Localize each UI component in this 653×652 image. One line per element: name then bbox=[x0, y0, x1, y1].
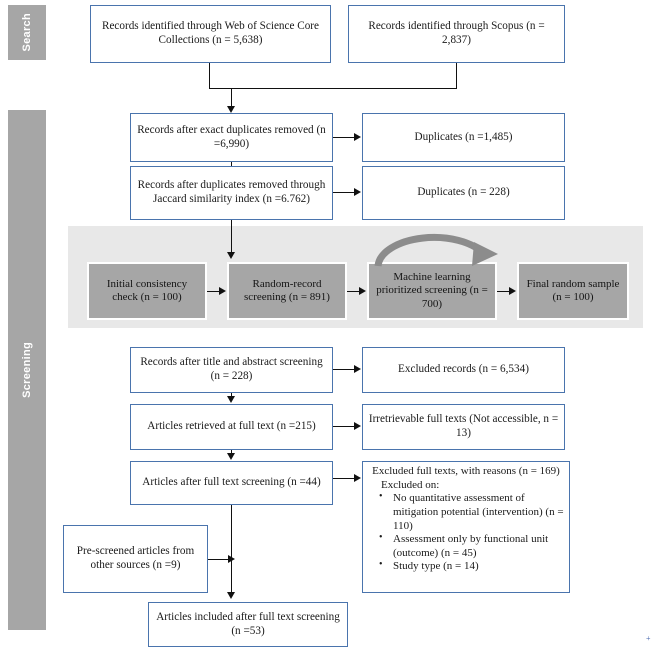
box-articles-after-full-text-screening-text: Articles after full text screening (n =4… bbox=[142, 476, 321, 489]
box-duplicates-exact: Duplicates (n =1,485) bbox=[362, 113, 565, 162]
connector-jaccard-to-ml-band bbox=[231, 220, 233, 255]
box-articles-included-after-full-text-text: Articles included after full text screen… bbox=[156, 610, 340, 637]
excluded-reasons-list: No quantitative assessment of mitigation… bbox=[367, 491, 565, 574]
box-records-scopus: Records identified through Scopus (n = 2… bbox=[348, 5, 565, 63]
box-duplicates-jaccard-text: Duplicates (n = 228) bbox=[417, 186, 510, 199]
connector-sources-merge bbox=[209, 88, 457, 90]
arrowhead-retrieved-to-irretrievable bbox=[354, 422, 361, 430]
connector-prescreened-to-trunk bbox=[208, 559, 233, 561]
arrowhead-ml-1-to-2 bbox=[219, 287, 226, 295]
connector-wos-down bbox=[209, 63, 211, 88]
connector-retrieved-to-irretrievable bbox=[333, 426, 355, 428]
connector-ml-3-to-4 bbox=[497, 291, 510, 293]
box-articles-after-full-text-screening: Articles after full text screening (n =4… bbox=[130, 461, 333, 505]
connector-exact-to-duplicates bbox=[333, 137, 355, 139]
box-duplicates-exact-text: Duplicates (n =1,485) bbox=[414, 130, 513, 143]
figure-caption-cropped bbox=[0, 644, 653, 652]
connector-scopus-down bbox=[456, 63, 458, 88]
box-records-after-title-abstract-text: Records after title and abstract screeni… bbox=[140, 356, 323, 382]
excluded-reasons-subheading: Excluded on: bbox=[381, 478, 440, 491]
connector-ml-2-to-3 bbox=[347, 291, 360, 293]
connector-exact-to-jaccard bbox=[231, 162, 233, 166]
box-records-scopus-text: Records identified through Scopus (n = 2… bbox=[368, 20, 545, 46]
box-records-after-jaccard-duplicates: Records after duplicates removed through… bbox=[130, 166, 333, 220]
box-excluded-records: Excluded records (n = 6,534) bbox=[362, 347, 565, 393]
connector-jaccard-to-duplicates bbox=[333, 192, 355, 194]
box-final-random-sample-text: Final random sample (n = 100) bbox=[526, 277, 620, 303]
excluded-reason-item: Study type (n = 14) bbox=[379, 559, 565, 574]
box-records-after-jaccard-duplicates-text: Records after duplicates removed through… bbox=[137, 179, 326, 205]
excluded-reasons-heading: Excluded full texts, with reasons (n = 1… bbox=[372, 465, 560, 477]
arrowhead-merge-to-dedup bbox=[227, 106, 235, 113]
connector-retrieved-to-after-full-text bbox=[231, 450, 233, 454]
box-prescreened-other-sources: Pre-screened articles from other sources… bbox=[63, 525, 208, 593]
arrowhead-ml-2-to-3 bbox=[359, 287, 366, 295]
connector-after-full-text-to-reasons bbox=[333, 478, 355, 480]
phase-band-search-label: Search bbox=[21, 13, 33, 52]
phase-band-search: Search bbox=[8, 5, 46, 60]
arrowhead-after-full-text-to-reasons bbox=[354, 474, 361, 482]
box-excluded-full-texts-with-reasons: Excluded full texts, with reasons (n = 1… bbox=[362, 461, 570, 593]
box-irretrievable-full-texts: Irretrievable full texts (Not accessible… bbox=[362, 404, 565, 450]
box-machine-learning-prioritized-screening-text: Machine learning prioritized screening (… bbox=[376, 270, 488, 310]
box-records-web-of-science: Records identified through Web of Scienc… bbox=[90, 5, 331, 63]
box-articles-retrieved-full-text-text: Articles retrieved at full text (n =215) bbox=[147, 420, 316, 433]
box-random-record-screening-text: Random-record screening (n = 891) bbox=[244, 277, 330, 303]
connector-merge-to-dedup bbox=[231, 88, 233, 108]
page-corner-mark: + bbox=[646, 634, 651, 643]
connector-ml-1-to-2 bbox=[207, 291, 220, 293]
box-records-after-title-abstract: Records after title and abstract screeni… bbox=[130, 347, 333, 393]
box-articles-retrieved-full-text: Articles retrieved at full text (n =215) bbox=[130, 404, 333, 450]
arrowhead-retrieved-to-after-full-text bbox=[227, 453, 235, 460]
excluded-reason-item: Assessment only by functional unit (outc… bbox=[379, 532, 565, 560]
arrowhead-ml-3-to-4 bbox=[509, 287, 516, 295]
box-irretrievable-full-texts-text: Irretrievable full texts (Not accessible… bbox=[368, 413, 559, 439]
box-records-after-exact-duplicates: Records after exact duplicates removed (… bbox=[130, 113, 333, 162]
box-machine-learning-prioritized-screening: Machine learning prioritized screening (… bbox=[367, 262, 497, 320]
box-excluded-records-text: Excluded records (n = 6,534) bbox=[398, 363, 529, 376]
box-articles-included-after-full-text: Articles included after full text screen… bbox=[148, 602, 348, 647]
box-duplicates-jaccard: Duplicates (n = 228) bbox=[362, 166, 565, 220]
arrowhead-jaccard-to-ml-band bbox=[227, 252, 235, 259]
arrowhead-exact-to-duplicates bbox=[354, 133, 361, 141]
excluded-reason-item: No quantitative assessment of mitigation… bbox=[379, 491, 565, 533]
arrowhead-title-abstract-to-retrieved bbox=[227, 396, 235, 403]
phase-band-screening: Screening bbox=[8, 110, 46, 630]
box-records-web-of-science-text: Records identified through Web of Scienc… bbox=[102, 20, 319, 46]
box-final-random-sample: Final random sample (n = 100) bbox=[517, 262, 629, 320]
phase-band-screening-label: Screening bbox=[21, 342, 33, 398]
box-initial-consistency-check-text: Initial consistency check (n = 100) bbox=[106, 277, 188, 303]
box-initial-consistency-check: Initial consistency check (n = 100) bbox=[87, 262, 207, 320]
connector-title-abstract-to-excluded bbox=[333, 369, 355, 371]
arrowhead-title-abstract-to-excluded bbox=[354, 365, 361, 373]
arrowhead-to-included bbox=[227, 592, 235, 599]
connector-after-full-text-to-included bbox=[231, 505, 233, 594]
arrowhead-jaccard-to-duplicates bbox=[354, 188, 361, 196]
box-records-after-exact-duplicates-text: Records after exact duplicates removed (… bbox=[137, 123, 326, 150]
box-random-record-screening: Random-record screening (n = 891) bbox=[227, 262, 347, 320]
box-prescreened-other-sources-text: Pre-screened articles from other sources… bbox=[76, 545, 195, 571]
connector-title-abstract-to-retrieved bbox=[231, 393, 233, 397]
